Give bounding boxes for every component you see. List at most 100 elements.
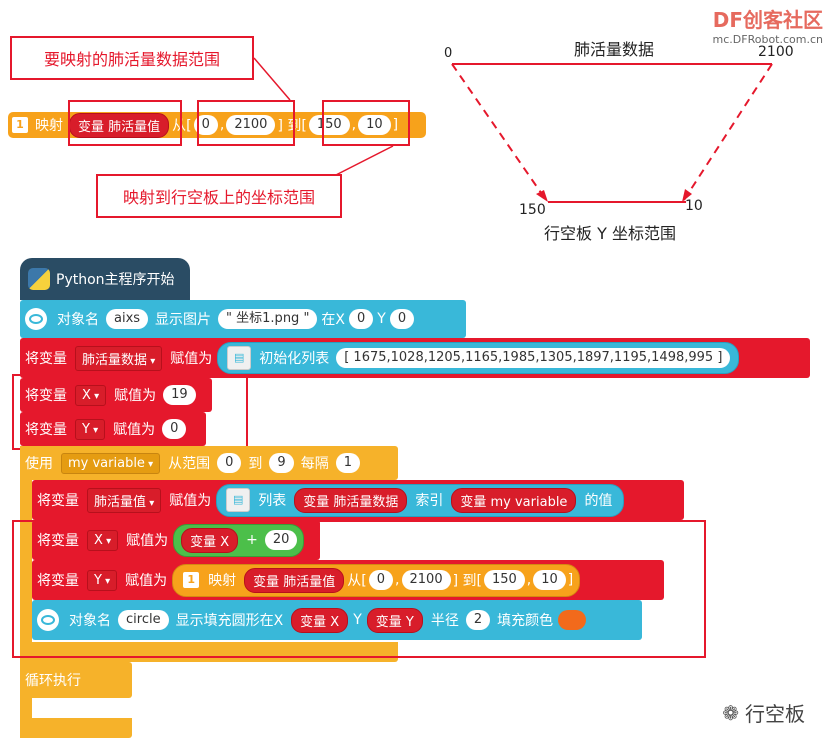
set-list-label2: 赋值为 [170,351,213,367]
get-item-label1: 将变量 [37,493,79,509]
dfrobot-watermark: DF创客社区 mc.DFRobot.com.cn [713,4,823,46]
map-y-var2[interactable]: 变量 肺活量值 [244,567,345,593]
map-label: 映射 [35,118,63,134]
get-item-label3: 列表 [258,493,287,509]
circle-x-var[interactable]: 变量 X [291,607,349,633]
for-loop-label4: 每隔 [300,456,329,472]
fill-color-swatch[interactable] [558,610,587,630]
python-main-hat[interactable]: Python主程序开始 [20,258,190,300]
for-loop-var-dropdown[interactable]: my variable [61,452,161,474]
python-main-label: Python主程序开始 [56,272,175,288]
show-image-block[interactable]: 对象名 aixs 显示图片 " 坐标1.png " 在X 0 Y 0 [20,300,466,338]
wechat-icon: ❁ [722,700,739,725]
map-y-number-icon: 1 [183,572,200,588]
map-y-label3: 映射 [208,573,237,589]
highlight-loop-body [12,520,706,658]
map-y-var-dropdown[interactable]: Y [87,569,118,591]
show-image-label4: Y [377,311,386,327]
loop-forever-label: 循环执行 [25,673,81,689]
circle-radius-input[interactable]: 2 [465,610,491,630]
add-x-op: + [246,532,258,548]
for-loop-block[interactable]: 使用 my variable 从范围 0 到 9 每隔 1 [20,446,398,480]
for-loop-step-input[interactable]: 1 [335,453,360,473]
map-y-c-input[interactable]: 150 [483,570,525,590]
map-y-label1: 将变量 [37,573,79,589]
map-close-label: ] [392,117,399,133]
list-values-input[interactable]: [ 1675,1028,1205,1165,1985,1305,1897,119… [336,348,731,368]
circle-name-input[interactable]: circle [118,610,169,630]
for-loop-label1: 使用 [25,456,53,472]
add-x-operand[interactable]: 变量 X [181,527,239,553]
set-x-block[interactable]: 将变量 X 赋值为 19 [20,378,212,412]
get-item-index-var[interactable]: 变量 my variable [451,487,577,513]
map-y-reporter[interactable]: 1 映射 变量 肺活量值 从[ 0, 2100 ] 到[ 150, 10 ] [172,563,581,597]
circle-y-var[interactable]: 变量 Y [366,607,423,633]
set-y-var-dropdown[interactable]: Y [75,418,106,440]
add-x-value-input[interactable]: 20 [264,530,298,550]
python-logo-icon [28,268,50,290]
wechat-footer: ❁ 行空板 [722,698,805,727]
map-input-a[interactable]: 0 [193,115,218,135]
set-list-label1: 将变量 [25,351,67,367]
loop-forever-footer [20,718,132,738]
show-image-x-input[interactable]: 0 [349,309,374,329]
annotation-target-range-text: 映射到行空板上的坐标范围 [122,188,315,207]
display-object-icon [25,308,47,330]
get-item-label4: 索引 [415,493,444,509]
map-y-to: ] 到[ [452,573,482,589]
set-list-var-dropdown[interactable]: 肺活量数据 [75,345,163,371]
map-y-label2: 赋值为 [125,573,168,589]
circle-label4: 半径 [430,613,459,629]
circle-label3: Y [353,612,362,628]
for-loop-start-input[interactable]: 0 [217,453,242,473]
watermark-brand: DF创客社区 [712,8,823,32]
map-y-block[interactable]: 将变量 Y 赋值为 1 映射 变量 肺活量值 从[ 0, 2100 ] 到[ 1… [32,560,664,600]
show-image-label3: 在X [321,312,346,328]
show-image-label1: 对象名 [57,312,99,328]
annotation-map-range-text: 要映射的肺活量数据范围 [43,50,220,69]
diagram-bottom-left: 150 [519,202,546,218]
watermark-url: mc.DFRobot.com.cn [712,33,823,46]
map-block[interactable]: 1 映射 变量 肺活量值 从[ 0, 2100 ] 到[ 150, 10 ] [8,112,426,138]
map-input-d[interactable]: 10 [358,115,391,135]
init-list-reporter[interactable]: ▤ 初始化列表 [ 1675,1028,1205,1165,1985,1305,… [217,342,740,374]
map-number-icon: 1 [12,117,28,133]
set-y-block[interactable]: 将变量 Y 赋值为 0 [20,412,206,446]
diagram-top-left: 0 [444,46,453,61]
set-x-label2: 赋值为 [114,388,157,404]
mapping-diagram [451,63,773,203]
highlight-target-range [322,100,410,146]
circle-label1: 对象名 [69,613,111,629]
show-image-y-input[interactable]: 0 [389,309,415,329]
add-operator-reporter[interactable]: 变量 X + 20 [173,523,305,557]
add-x-var-dropdown[interactable]: X [87,529,119,551]
map-var-pill[interactable]: 变量 肺活量值 [69,112,170,138]
annotation-map-range: 要映射的肺活量数据范围 [10,36,254,80]
get-item-label2: 赋值为 [169,493,212,509]
get-item-list-var[interactable]: 变量 肺活量数据 [294,487,408,513]
map-input-b[interactable]: 2100 [226,115,276,135]
draw-circle-block[interactable]: 对象名 circle 显示填充圆形在X 变量 X Y 变量 Y 半径 2 填充颜… [32,600,642,640]
list-icon: ▤ [227,346,252,370]
map-y-b-input[interactable]: 2100 [401,570,451,590]
show-image-name-input[interactable]: aixs [106,309,149,329]
display-object-icon [37,609,59,631]
set-y-value-input[interactable]: 0 [162,419,187,439]
map-y-a-input[interactable]: 0 [368,570,394,590]
map-y-from: 从[ [347,573,367,589]
highlight-init-xy [12,374,248,450]
diagram-top-label: 肺活量数据 [574,40,655,59]
list-item-reporter[interactable]: ▤ 列表 变量 肺活量数据 索引 变量 my variable 的值 [216,483,625,517]
loop-forever-block[interactable]: 循环执行 [20,662,132,698]
get-item-var-dropdown[interactable]: 肺活量值 [87,487,162,513]
for-loop-end-input[interactable]: 9 [269,453,294,473]
set-list-block[interactable]: 将变量 肺活量数据 赋值为 ▤ 初始化列表 [ 1675,1028,1205,1… [20,338,810,378]
get-item-block[interactable]: 将变量 肺活量值 赋值为 ▤ 列表 变量 肺活量数据 索引 变量 my vari… [32,480,684,520]
map-y-close: ] [567,572,574,588]
map-y-d-input[interactable]: 10 [533,570,566,590]
set-x-value-input[interactable]: 19 [163,385,196,405]
set-x-var-dropdown[interactable]: X [75,384,107,406]
show-image-file-input[interactable]: " 坐标1.png " [218,309,318,329]
add-x-block[interactable]: 将变量 X 赋值为 变量 X + 20 [32,520,320,560]
